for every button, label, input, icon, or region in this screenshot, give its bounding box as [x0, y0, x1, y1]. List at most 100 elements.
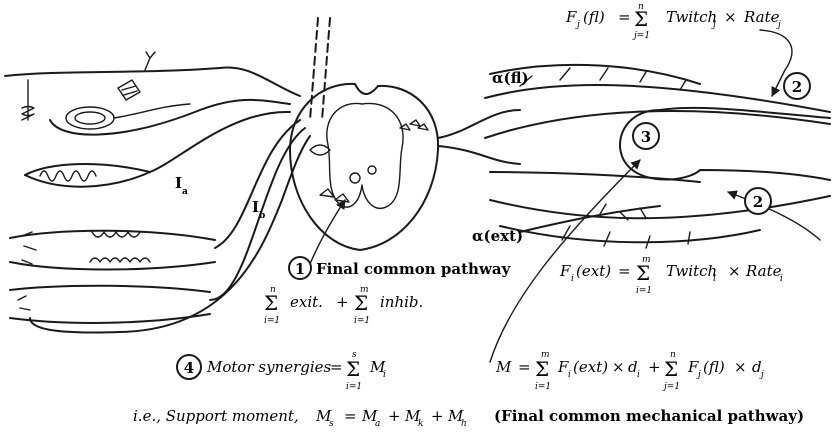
- svg-text:i=1: i=1: [535, 382, 551, 392]
- svg-text:M: M: [495, 358, 512, 376]
- svg-text:m: m: [360, 285, 369, 295]
- svg-text:M: M: [404, 407, 421, 425]
- svg-text:4: 4: [184, 359, 194, 377]
- svg-text:s: s: [352, 350, 357, 360]
- svg-text:+: +: [648, 358, 661, 376]
- svg-text:n: n: [670, 350, 676, 360]
- svg-text:F: F: [557, 358, 569, 376]
- svg-text:j: j: [711, 20, 716, 30]
- svg-text:Σ: Σ: [664, 357, 678, 381]
- alpha-extensor-label: α(ext): [472, 227, 523, 245]
- svg-text:Motor synergies: Motor synergies: [206, 358, 332, 376]
- svg-text:d: d: [752, 358, 762, 376]
- svg-text:Σ: Σ: [346, 357, 360, 381]
- svg-text:n: n: [638, 2, 644, 12]
- svg-text:M: M: [315, 407, 332, 425]
- svg-text:Σ: Σ: [636, 261, 650, 285]
- svg-text:i: i: [780, 274, 783, 284]
- svg-text:n: n: [270, 285, 276, 295]
- limb-muscles-drawing: [484, 63, 831, 249]
- annotation-arrows: [309, 29, 821, 363]
- svg-text:j: j: [575, 20, 580, 30]
- svg-text:j: j: [696, 370, 701, 380]
- svg-text:×: ×: [728, 262, 741, 280]
- svg-text:Σ: Σ: [634, 7, 648, 31]
- svg-text:b: b: [259, 211, 265, 221]
- svg-text:F: F: [687, 358, 699, 376]
- svg-text:=: =: [618, 262, 631, 280]
- afferent-ia-label: I a: [175, 174, 188, 197]
- svg-text:+: +: [388, 407, 401, 425]
- svg-text:=: =: [618, 8, 631, 26]
- svg-text:M: M: [369, 358, 386, 376]
- svg-text:M: M: [447, 407, 464, 425]
- svg-text:m: m: [642, 255, 651, 265]
- motor-synergies-equation: Motor synergies = s Σ i=1 M i: [206, 350, 386, 392]
- svg-text:j: j: [759, 370, 764, 380]
- svg-text:=: =: [344, 407, 357, 425]
- svg-text:exit.: exit.: [290, 293, 323, 311]
- svg-text:I: I: [252, 198, 259, 216]
- svg-text:×: ×: [734, 358, 747, 376]
- marker-1: 1: [288, 256, 312, 280]
- svg-text:(ext): (ext): [576, 262, 611, 280]
- svg-text:M: M: [361, 407, 378, 425]
- svg-text:i: i: [713, 274, 716, 284]
- svg-text:2: 2: [792, 78, 802, 96]
- svg-text:i=1: i=1: [354, 316, 370, 326]
- svg-text:i: i: [571, 274, 574, 284]
- svg-text:d: d: [628, 358, 638, 376]
- svg-text:Σ: Σ: [354, 291, 368, 315]
- svg-text:3: 3: [641, 128, 651, 146]
- svg-text:Twitch: Twitch: [666, 262, 717, 280]
- svg-text:×: ×: [612, 358, 625, 376]
- svg-text:m: m: [541, 350, 550, 360]
- svg-text:+: +: [431, 407, 444, 425]
- alpha-flexor-label: α(fl): [492, 69, 529, 87]
- support-moment-equation: i.e., Support moment, M s = M a + M k + …: [133, 407, 467, 429]
- svg-text:(fl): (fl): [583, 8, 605, 26]
- svg-text:1: 1: [295, 260, 305, 278]
- final-common-mechanical-pathway-caption: (Final common mechanical pathway): [494, 407, 804, 425]
- svg-text:2: 2: [753, 193, 763, 211]
- svg-text:s: s: [329, 419, 334, 429]
- svg-text:F: F: [559, 262, 571, 280]
- svg-text:j=1: j=1: [632, 31, 650, 41]
- svg-text:(ext): (ext): [573, 358, 608, 376]
- svg-text:k: k: [418, 419, 423, 429]
- svg-text:Σ: Σ: [264, 291, 278, 315]
- svg-text:+: +: [336, 293, 349, 311]
- svg-text:×: ×: [724, 8, 737, 26]
- marker-2-flexor: 2: [783, 72, 811, 100]
- svg-text:Rate: Rate: [745, 262, 782, 280]
- marker-2-extensor: 2: [744, 187, 772, 215]
- svg-text:I: I: [175, 174, 182, 192]
- input-sum-equation: n Σ i=1 exit. + m Σ i=1 inhib.: [264, 285, 423, 326]
- svg-text:a: a: [182, 187, 188, 197]
- svg-text:=: =: [330, 358, 343, 376]
- svg-text:Twitch: Twitch: [666, 8, 717, 26]
- marker-3: 3: [632, 122, 660, 150]
- svg-text:j=1: j=1: [662, 382, 680, 392]
- svg-text:a: a: [375, 419, 380, 429]
- svg-text:inhib.: inhib.: [380, 293, 423, 311]
- svg-text:j: j: [776, 20, 781, 30]
- spinal-cord-drawing: [289, 17, 521, 251]
- svg-text:=: =: [518, 358, 531, 376]
- svg-text:h: h: [461, 419, 467, 429]
- svg-text:i=1: i=1: [346, 382, 362, 392]
- svg-text:Σ: Σ: [535, 357, 549, 381]
- svg-text:(fl): (fl): [703, 358, 725, 376]
- svg-text:i: i: [637, 370, 640, 380]
- flexor-force-equation: F j (fl) = n Σ j=1 Twitch j × Rate j: [565, 2, 781, 41]
- svg-text:F: F: [565, 8, 577, 26]
- final-common-pathway-caption: Final common pathway: [316, 260, 512, 278]
- svg-text:i=1: i=1: [264, 316, 280, 326]
- svg-text:i.e., Support moment,: i.e., Support moment,: [133, 407, 299, 425]
- moment-equation: M = m Σ i=1 F i (ext) × d i + n Σ j=1 F …: [495, 350, 764, 392]
- svg-text:i: i: [568, 370, 571, 380]
- marker-4: 4: [176, 354, 202, 380]
- svg-text:i=1: i=1: [636, 286, 652, 296]
- extensor-force-equation: F i (ext) = m Σ i=1 Twitch i × Rate i: [559, 255, 783, 296]
